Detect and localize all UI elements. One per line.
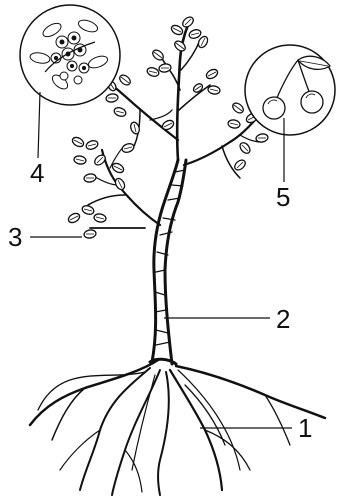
leaf — [207, 85, 220, 95]
leaf — [113, 106, 127, 118]
trunk — [150, 160, 186, 364]
leaf — [83, 173, 96, 183]
leaf — [105, 93, 118, 103]
leaf — [233, 158, 247, 172]
leaf — [181, 15, 195, 29]
leaf — [173, 39, 187, 53]
leaf — [255, 133, 268, 143]
leaf — [188, 28, 202, 40]
leaf — [93, 153, 107, 167]
leaf — [170, 24, 184, 37]
leaf — [227, 119, 240, 129]
leaf — [231, 101, 245, 115]
leaf — [146, 66, 160, 78]
label-5: 5 — [276, 182, 290, 212]
flower-inset — [20, 5, 120, 105]
leaf — [205, 68, 219, 81]
leaf — [192, 82, 204, 94]
leaf — [121, 142, 135, 154]
leaf — [83, 229, 96, 239]
leaf — [71, 136, 85, 149]
fruit-inset — [245, 45, 335, 135]
leaf — [93, 213, 106, 223]
label-4-leader-line — [38, 92, 40, 158]
leaf — [238, 141, 252, 155]
leaf — [81, 204, 95, 216]
label-3: 3 — [8, 222, 22, 252]
leaf — [118, 73, 132, 87]
leaf — [67, 212, 81, 225]
label-2: 2 — [276, 304, 290, 334]
leaf — [85, 139, 99, 151]
leaf — [114, 177, 127, 191]
leaf — [73, 155, 86, 165]
label-1: 1 — [298, 413, 312, 443]
label-4: 4 — [30, 158, 44, 188]
